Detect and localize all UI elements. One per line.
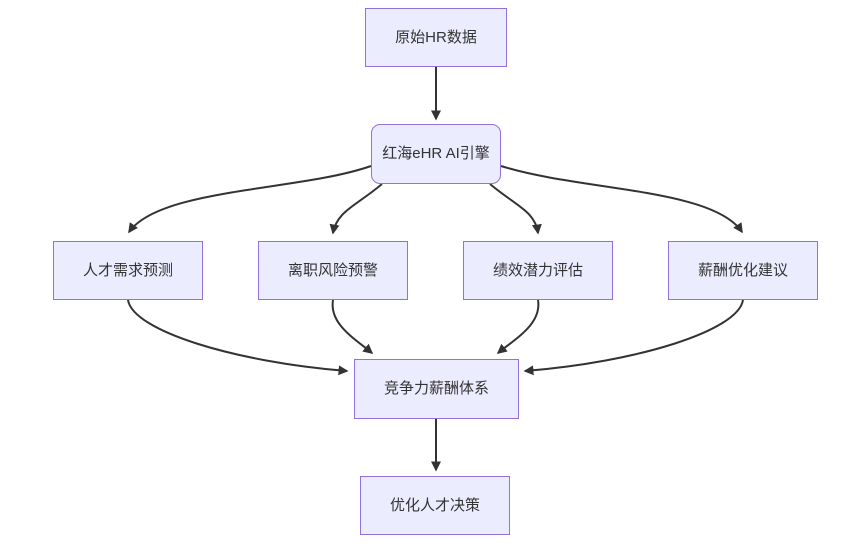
edge-engine-to-performance [489, 183, 542, 235]
edge-engine-to-salary [500, 165, 743, 234]
edge-forecast-to-competitive [127, 299, 349, 376]
node-raw-hr-data-label: 原始HR数据 [395, 28, 477, 46]
node-performance-potential-eval: 绩效潜力评估 [463, 241, 613, 300]
node-raw-hr-data: 原始HR数据 [365, 8, 507, 67]
edge-salary-to-competitive [523, 299, 744, 376]
node-talent-demand-forecast: 人才需求预测 [53, 241, 203, 300]
node-optimized-talent-decision-label: 优化人才决策 [389, 496, 480, 514]
edge-performance-to-competitive [496, 299, 540, 354]
node-talent-demand-forecast-label: 人才需求预测 [82, 261, 173, 279]
edge-engine-to-attrition [329, 183, 383, 235]
node-attrition-risk-warning: 离职风险预警 [258, 241, 408, 300]
node-ehr-ai-engine-label: 红海eHR AI引擎 [382, 145, 490, 162]
node-optimized-talent-decision: 优化人才决策 [360, 476, 510, 535]
node-competitive-pay-system-label: 竞争力薪酬体系 [383, 380, 489, 397]
node-salary-optimization-advice-label: 薪酬优化建议 [697, 261, 788, 279]
node-salary-optimization-advice: 薪酬优化建议 [668, 241, 818, 300]
node-attrition-risk-warning-label: 离职风险预警 [287, 261, 378, 279]
node-ehr-ai-engine: 红海eHR AI引擎 [371, 124, 501, 184]
node-performance-potential-eval-label: 绩效潜力评估 [492, 261, 583, 279]
edge-engine-to-forecast [128, 165, 372, 234]
node-competitive-pay-system: 竞争力薪酬体系 [354, 359, 519, 419]
edge-attrition-to-competitive [331, 299, 374, 354]
